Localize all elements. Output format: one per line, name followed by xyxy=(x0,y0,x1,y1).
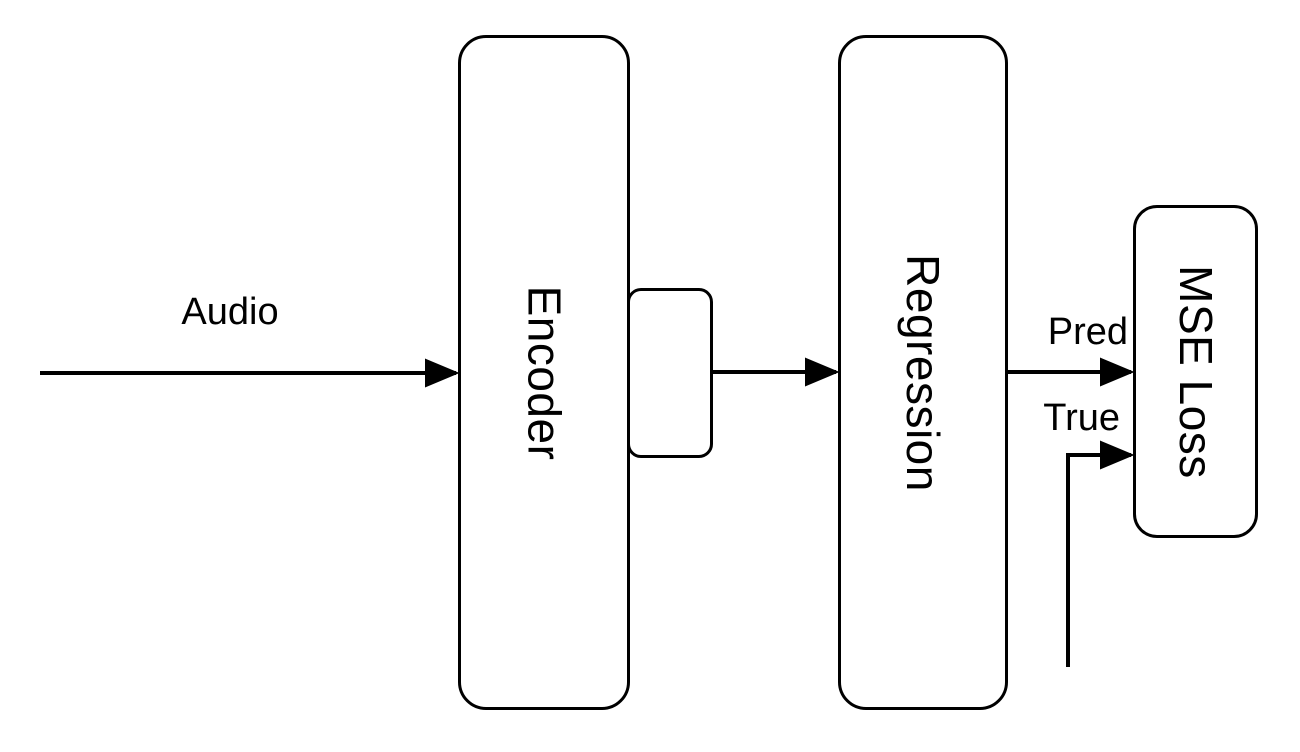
true-edge-label: True xyxy=(1043,397,1120,439)
true-arrow xyxy=(1066,440,1135,667)
encoder-node: Encoder xyxy=(458,35,630,710)
encoder-label: Encoder xyxy=(518,285,570,460)
audio-edge-label: Audio xyxy=(181,291,279,333)
regression-node: Regression xyxy=(838,35,1008,710)
regression-label: Regression xyxy=(897,253,949,492)
pred-edge-label: Pred xyxy=(1047,311,1128,353)
mse-loss-label: MSE Loss xyxy=(1169,264,1222,479)
mse-loss-node: MSE Loss xyxy=(1133,205,1258,538)
embedding-node xyxy=(627,288,713,458)
